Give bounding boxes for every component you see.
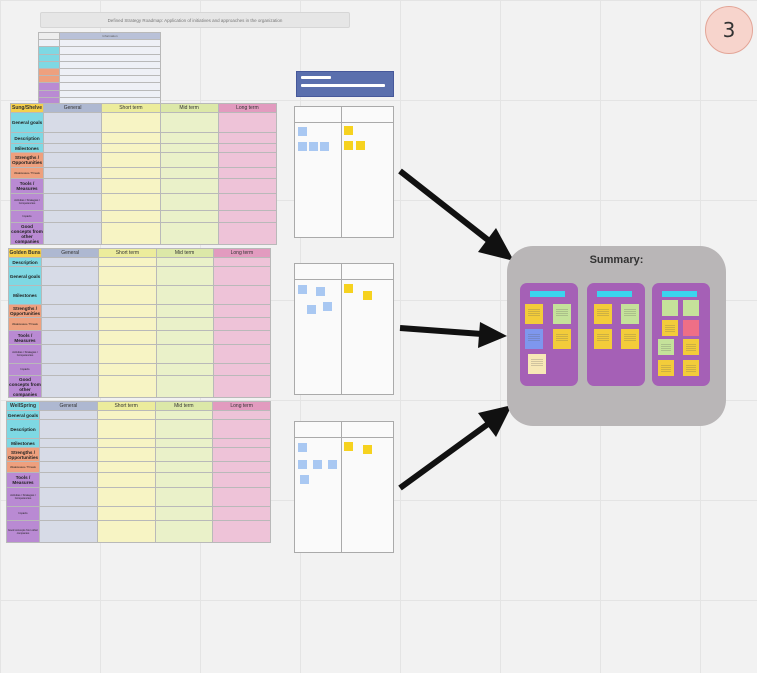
legend-header: Information (59, 31, 161, 41)
sticky-note[interactable] (621, 304, 639, 324)
sticky-note[interactable] (658, 339, 674, 355)
sticky-note[interactable] (300, 475, 309, 484)
arrow-right-icon (399, 322, 507, 348)
sticky-note[interactable] (309, 142, 318, 151)
sticky-note[interactable] (553, 329, 571, 349)
sticky-note[interactable] (525, 329, 543, 349)
sticky-note[interactable] (313, 460, 322, 469)
row-label: Impacts (10, 210, 44, 223)
sticky-note[interactable] (344, 141, 353, 150)
summary-group-1[interactable] (520, 283, 578, 386)
arrow-right-icon (398, 168, 514, 261)
sticky-note[interactable] (298, 142, 307, 151)
row-label: Activities / Strategies / Competencies (10, 193, 44, 211)
sticky-note[interactable] (298, 443, 307, 452)
sticky-note[interactable] (316, 287, 325, 296)
row-label: General goals (10, 112, 44, 133)
sticky-note[interactable] (363, 445, 372, 454)
row-label: Good concepts from other companies (10, 222, 44, 245)
page-title: Defined Strategy Roadmap: Application of… (40, 12, 350, 28)
group-tag (530, 291, 565, 297)
sticky-note[interactable] (662, 300, 678, 316)
sticky-note[interactable] (553, 304, 571, 324)
sticky-note[interactable] (621, 329, 639, 349)
sticky-note[interactable] (658, 360, 674, 376)
sticky-note[interactable] (528, 354, 546, 374)
sticky-note[interactable] (328, 460, 337, 469)
summary-group-2[interactable] (587, 283, 645, 386)
sticky-note[interactable] (363, 291, 372, 300)
sticky-note[interactable] (298, 285, 307, 294)
strategy-table-3: WellSpring General Short term Mid term L… (6, 401, 271, 543)
sticky-note[interactable] (298, 127, 307, 136)
summary-group-3[interactable] (652, 283, 710, 386)
sticky-board-1[interactable] (294, 106, 394, 238)
sticky-note[interactable] (320, 142, 329, 151)
group-tag (662, 291, 697, 297)
row-label: Weaknesses / Threats (8, 317, 42, 331)
row-label: General goals (8, 266, 42, 286)
sticky-note[interactable] (683, 339, 699, 355)
sticky-note[interactable] (344, 442, 353, 451)
sticky-note[interactable] (683, 320, 699, 336)
arrow-right-icon (398, 405, 512, 491)
row-label: Tools / Measures (6, 472, 40, 488)
sticky-board-3[interactable] (294, 421, 394, 553)
sticky-note[interactable] (594, 304, 612, 324)
summary-title: Summary: (589, 254, 644, 266)
sticky-note[interactable] (298, 460, 307, 469)
sticky-note[interactable] (683, 300, 699, 316)
row-label: Tools / Measures (8, 330, 42, 345)
sticky-note[interactable] (525, 304, 543, 324)
sticky-note[interactable] (356, 141, 365, 150)
row-label: Good concepts from other companies (6, 520, 40, 543)
sticky-note[interactable] (323, 302, 332, 311)
sticky-note[interactable] (344, 126, 353, 135)
sticky-note[interactable] (683, 360, 699, 376)
sticky-note[interactable] (307, 305, 316, 314)
row-label: Tools / Measures (10, 178, 44, 194)
sticky-board-2[interactable] (294, 263, 394, 395)
row-label: Activities / Strategies / Competencies (8, 344, 42, 364)
row-label: Strengths / Opportunities (10, 152, 44, 168)
row-label: Description (6, 419, 40, 439)
row-label: Impacts (8, 363, 42, 376)
summary-panel: Summary: (507, 246, 726, 426)
group-tag (597, 291, 632, 297)
sticky-note[interactable] (594, 329, 612, 349)
sticky-note[interactable] (344, 284, 353, 293)
row-label: Good concepts from other companies (8, 375, 42, 398)
sticky-note[interactable] (662, 320, 678, 336)
step-number-badge: 3 (705, 6, 753, 54)
strategy-table-2: Golden Buns General Short term Mid term … (8, 248, 272, 398)
blue-label-block (296, 71, 394, 97)
legend-table: Information (38, 31, 161, 113)
row-label: Activities / Strategies / Competencies (6, 487, 40, 507)
row-label: Weaknesses / Threats (6, 461, 40, 473)
strategy-table-1: Sung/Shelve General Short term Mid term … (10, 103, 278, 245)
